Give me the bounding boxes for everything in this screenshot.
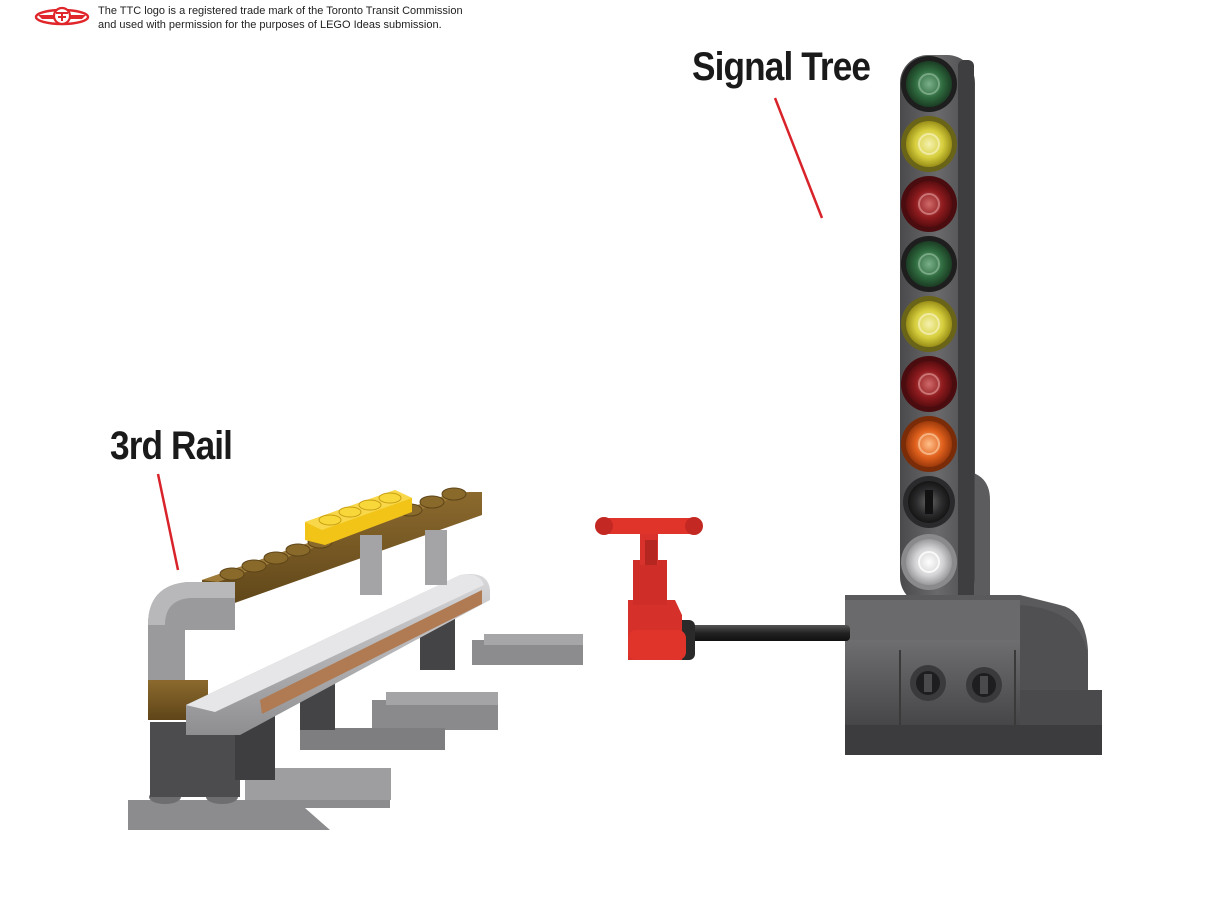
signal-light-green-1 bbox=[901, 56, 957, 112]
third-rail-pointer bbox=[156, 473, 180, 571]
ttc-logo-icon bbox=[34, 6, 90, 26]
signal-light-red-2 bbox=[901, 356, 957, 412]
trademark-notice: The TTC logo is a registered trade mark … bbox=[34, 4, 463, 32]
signal-light-green-2 bbox=[901, 236, 957, 292]
third-rail-label: 3rd Rail bbox=[110, 424, 233, 468]
signal-light-black bbox=[903, 476, 955, 528]
third-rail bbox=[128, 487, 583, 830]
signal-light-yellow-1 bbox=[901, 116, 957, 172]
valve-assembly bbox=[595, 517, 850, 660]
notice-line-2: and used with permission for the purpose… bbox=[98, 19, 442, 31]
signal-light-clear bbox=[901, 534, 957, 590]
signal-tree-pointer bbox=[773, 97, 824, 219]
technic-hole-icon bbox=[910, 665, 946, 701]
signal-tree-label: Signal Tree bbox=[692, 45, 871, 89]
technic-hole-icon bbox=[966, 667, 1002, 703]
notice-line-1: The TTC logo is a registered trade mark … bbox=[98, 5, 463, 17]
signal-light-orange bbox=[901, 416, 957, 472]
notice-text: The TTC logo is a registered trade mark … bbox=[98, 4, 463, 32]
signal-tree bbox=[845, 55, 1102, 755]
signal-light-yellow-2 bbox=[901, 296, 957, 352]
signal-light-red-1 bbox=[901, 176, 957, 232]
